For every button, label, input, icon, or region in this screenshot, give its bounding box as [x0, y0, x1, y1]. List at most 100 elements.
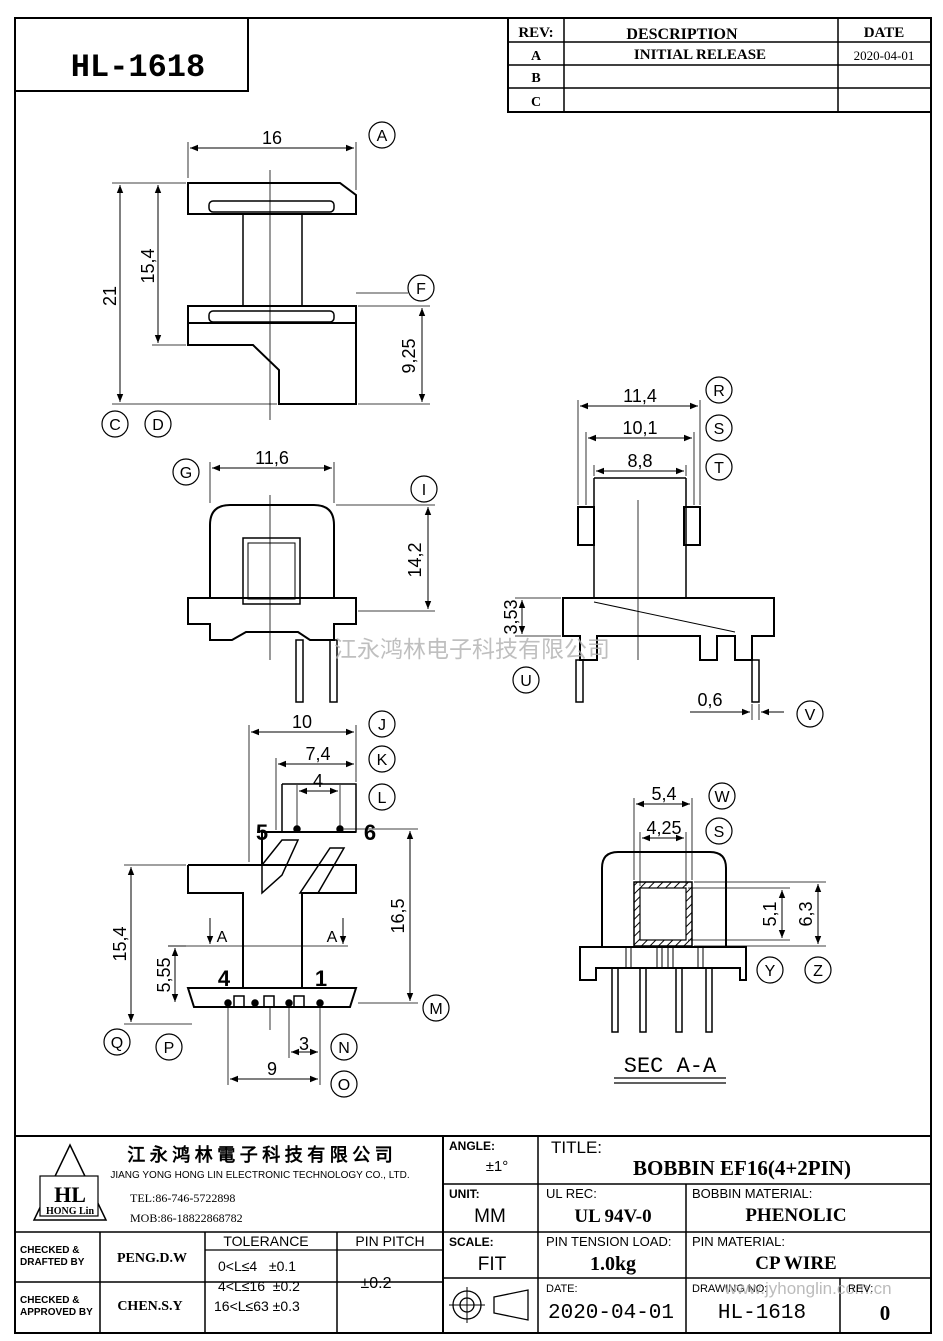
- callout-f: F: [407, 274, 435, 302]
- drawing-no-value: HL-1618: [718, 1302, 806, 1325]
- pin-label-6: 6: [364, 820, 376, 845]
- view-top-dim-lower: 9,25: [399, 338, 419, 373]
- date-value: 2020-04-01: [548, 1302, 674, 1325]
- callout-l: L: [368, 783, 396, 811]
- view-section-dim-h1: 5,1: [760, 901, 780, 926]
- scale-label: SCALE:: [449, 1235, 494, 1249]
- svg-text:A: A: [377, 128, 388, 145]
- revision-table: REV: DESCRIPTION DATE A INITIAL RELEASE …: [507, 17, 932, 113]
- callout-d: D: [144, 410, 172, 438]
- title-value: BOBBIN EF16(4+2PIN): [633, 1156, 851, 1180]
- svg-text:I: I: [422, 482, 426, 499]
- tolerance-label: TOLERANCE: [223, 1233, 308, 1249]
- pin-label-1: 1: [315, 966, 327, 991]
- angle-label: ANGLE:: [449, 1139, 495, 1153]
- svg-text:R: R: [713, 383, 725, 400]
- rev-a-description: INITIAL RELEASE: [634, 47, 766, 63]
- svg-text:D: D: [152, 417, 164, 434]
- company-tel: TEL:86-746-5722898: [130, 1191, 235, 1205]
- website-watermark: www.jyhonglin.com.cn: [723, 1279, 891, 1298]
- view-side: [515, 400, 784, 720]
- part-number-box: HL-1618: [14, 17, 249, 92]
- checked-drafted-label-1: CHECKED &: [20, 1245, 79, 1256]
- pin-label-4: 4: [218, 966, 231, 991]
- checked-approved-value: CHEN.S.Y: [117, 1299, 182, 1314]
- pin-pitch-value: ±0.2: [360, 1275, 391, 1292]
- rev-label: REV:: [848, 1283, 873, 1295]
- svg-text:S: S: [714, 421, 725, 438]
- company-name-en: JIANG YONG HONG LIN ELECTRONIC TECHNOLOG…: [110, 1170, 409, 1181]
- logo-box: [39, 1175, 99, 1217]
- svg-text:Q: Q: [111, 1035, 123, 1052]
- rev-value: 0: [880, 1301, 891, 1325]
- view-top-dim-total: 21: [100, 286, 120, 306]
- view-section-dim-h2: 6,3: [796, 901, 816, 926]
- part-number-text: HL-1618: [71, 49, 205, 86]
- title-label: TITLE:: [551, 1138, 602, 1157]
- svg-text:N: N: [338, 1040, 350, 1057]
- view-top-dim-flange: 15,4: [138, 248, 158, 283]
- tolerance-row-1: 0<L≤4 ±0.1: [218, 1258, 296, 1274]
- view-side-dim-mid: 10,1: [622, 418, 657, 438]
- svg-text:K: K: [377, 752, 388, 769]
- scale-value: FIT: [478, 1254, 507, 1275]
- view-bottom-dim-width: 10: [292, 712, 312, 732]
- rev-a-date: 2020-04-01: [854, 48, 915, 63]
- tolerance-row-3: 16<L≤63 ±0.3: [214, 1298, 300, 1314]
- svg-text:J: J: [378, 717, 386, 734]
- view-front-dim-height: 14,2: [405, 542, 425, 577]
- view-section-dim-inner: 4,25: [646, 818, 681, 838]
- pin-pitch-label: PIN PITCH: [355, 1233, 424, 1249]
- view-bottom-dim-height-right: 16,5: [388, 898, 408, 933]
- svg-text:Z: Z: [813, 963, 823, 980]
- view-side-dim-inner: 8,8: [627, 451, 652, 471]
- callout-u: U: [512, 666, 540, 694]
- bobbin-material-label: BOBBIN MATERIAL:: [692, 1186, 812, 1201]
- ul-rec-label: UL REC:: [546, 1186, 597, 1201]
- view-bottom-dim-pitch-top: 4: [313, 771, 323, 791]
- pin-material-value: CP WIRE: [755, 1253, 836, 1274]
- rev-c: C: [531, 95, 541, 110]
- callout-a: A: [368, 121, 396, 149]
- unit-value: MM: [474, 1206, 506, 1227]
- view-section-dim-outer: 5,4: [651, 784, 676, 804]
- svg-text:T: T: [714, 460, 724, 477]
- rev-header: REV:: [518, 25, 553, 41]
- view-front: [187, 462, 435, 703]
- callout-i: I: [410, 475, 438, 503]
- tolerance-row-2: 4<L≤16 ±0.2: [218, 1278, 300, 1294]
- pin-tension-label: PIN TENSION LOAD:: [546, 1234, 671, 1249]
- svg-text:G: G: [180, 465, 192, 482]
- callout-r: R: [705, 376, 733, 404]
- callout-v: V: [796, 700, 824, 728]
- watermark: 江永鸿林电子科技有限公司: [334, 636, 610, 662]
- view-front-dim-width: 11,6: [255, 448, 289, 468]
- view-bottom-dim-pin-row: 9: [267, 1059, 277, 1079]
- date-header: DATE: [864, 25, 905, 41]
- view-bottom-dim-mid: 7,4: [305, 744, 330, 764]
- view-side-dim-base: 3,53: [501, 599, 521, 634]
- view-bottom: [124, 725, 418, 1085]
- svg-text:W: W: [714, 789, 730, 806]
- checked-approved-label-1: CHECKED &: [20, 1295, 79, 1306]
- callout-c: C: [101, 410, 129, 438]
- svg-text:L: L: [378, 790, 387, 807]
- view-bottom-dim-pin-spacing: 3: [299, 1034, 309, 1054]
- callout-g: G: [172, 458, 200, 486]
- view-side-dim-outer: 11,4: [623, 386, 657, 406]
- checked-drafted-label-2: DRAFTED BY: [20, 1257, 85, 1268]
- pin-material-label: PIN MATERIAL:: [692, 1234, 785, 1249]
- callout-s: S: [705, 414, 733, 442]
- unit-label: UNIT:: [449, 1187, 480, 1201]
- title-block: [15, 1135, 931, 1333]
- rev-b: B: [531, 71, 540, 86]
- drawing-no-label: DRAWING NO:: [692, 1283, 767, 1295]
- rev-a: A: [531, 49, 542, 64]
- view-top: [112, 142, 430, 420]
- checked-drafted-value: PENG.D.W: [117, 1251, 187, 1266]
- callout-z: Z: [804, 956, 832, 984]
- section-mark-left: A: [217, 929, 228, 946]
- callout-n: N: [330, 1033, 358, 1061]
- callout-j: J: [368, 710, 396, 738]
